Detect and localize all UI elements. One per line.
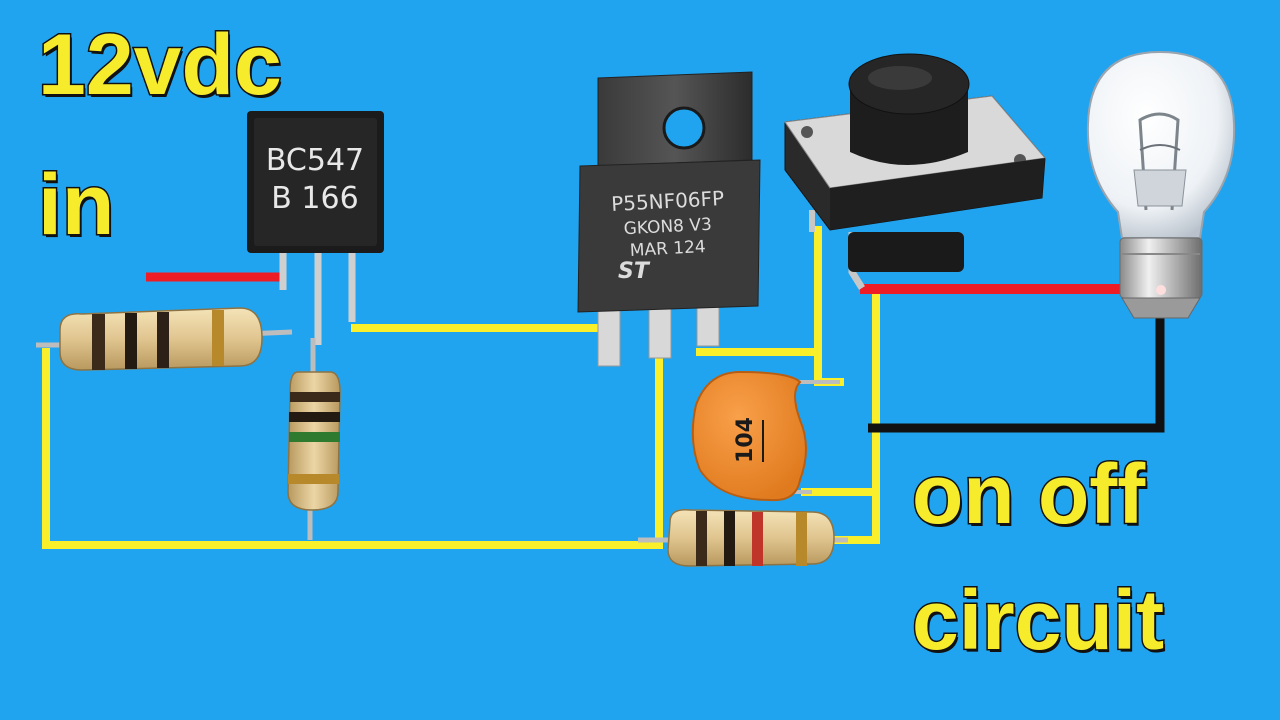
transistor-marking-1: BC547	[266, 143, 364, 178]
push-button	[784, 53, 1046, 290]
black-wire-lamp	[868, 316, 1165, 433]
light-bulb	[1086, 50, 1236, 319]
transistor-marking-2: B 166	[271, 181, 358, 216]
bc547-transistor: BC547 B 166	[247, 111, 384, 345]
voltage-label: 12vdc	[37, 17, 284, 113]
resistor-base	[36, 307, 293, 371]
mosfet-marking-3: MAR 124	[629, 237, 706, 261]
mosfet-marking-2: GKON8 V3	[623, 215, 712, 240]
input-label: in	[36, 157, 115, 253]
resistor-gate	[638, 509, 848, 567]
title-line-1: on off	[910, 447, 1146, 541]
capacitor-code: 104	[733, 417, 758, 463]
ceramic-capacitor: 104	[691, 370, 840, 502]
mosfet-marking-1: P55NF06FP	[611, 186, 725, 216]
title-line-2: circuit	[910, 573, 1165, 667]
resistor-vertical	[287, 338, 341, 540]
mosfet-p55nf06fp: P55NF06FP GKON8 V3 MAR 124 ST	[577, 71, 761, 367]
st-logo: ST	[618, 259, 651, 284]
